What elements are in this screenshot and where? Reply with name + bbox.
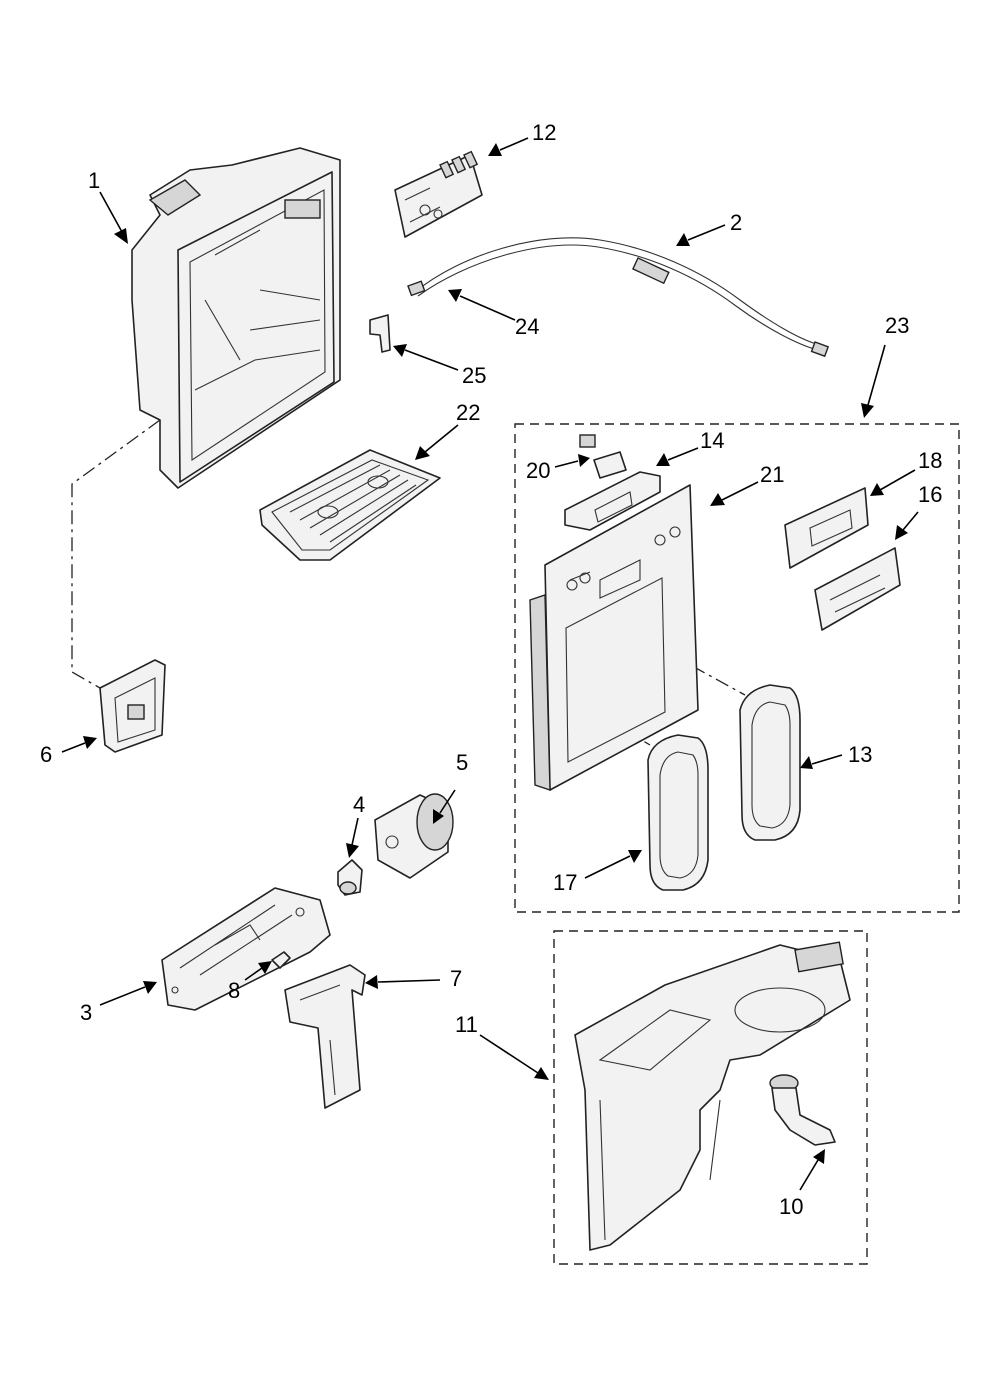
assembly-23-box (514, 423, 960, 913)
callout-12: 12 (532, 120, 556, 145)
part-8-screw (271, 951, 291, 969)
part-4-actuator (337, 859, 363, 896)
callout-3: 3 (80, 1000, 92, 1025)
callout-11: 11 (455, 1012, 478, 1037)
callout-14: 14 (700, 428, 724, 453)
part-18-board-cover (784, 487, 869, 569)
callout-21: 21 (760, 462, 784, 487)
part-6-switch (99, 659, 166, 753)
part-5-motor (374, 793, 454, 879)
callout-20: 20 (526, 458, 550, 483)
part-2-wire-harness (407, 237, 830, 358)
part-3-lever-bracket (161, 887, 331, 1011)
leader-lines (61, 137, 919, 1191)
part-11-ice-chute (574, 941, 851, 1251)
callout-2: 2 (730, 210, 742, 235)
part-16-display-board (814, 547, 901, 631)
part-13-pad-right (739, 684, 801, 841)
callout-7: 7 (450, 966, 462, 991)
callout-10: 10 (779, 1194, 803, 1219)
part-12-control-board (394, 150, 483, 238)
part-20-connector (579, 434, 627, 479)
callout-4: 4 (353, 792, 365, 817)
part-17-pad-left (647, 734, 709, 891)
part-22-drip-tray (259, 449, 441, 561)
part-21-dispenser-frame (529, 484, 699, 791)
callout-13: 13 (848, 742, 872, 767)
callout-6: 6 (40, 742, 52, 767)
callout-24: 24 (515, 314, 539, 339)
part-1-housing (131, 147, 341, 489)
part-14-gasket (564, 471, 661, 531)
callout-18: 18 (918, 448, 942, 473)
callout-23: 23 (885, 313, 909, 338)
callout-1: 1 (88, 168, 100, 193)
callout-8: 8 (228, 978, 240, 1003)
callout-17: 17 (553, 870, 577, 895)
callout-5: 5 (456, 750, 468, 775)
alignment-line-1-6 (71, 419, 161, 689)
part-7-paddle (284, 964, 366, 1109)
callout-25: 25 (462, 363, 486, 388)
assembly-11-box (553, 930, 868, 1265)
part-25-bracket (369, 314, 391, 353)
callout-22: 22 (456, 400, 480, 425)
callout-16: 16 (918, 482, 942, 507)
part-10-elbow (769, 1074, 836, 1146)
callout-labels: 1 12 2 24 25 22 23 20 14 21 18 16 13 17 … (40, 120, 942, 1219)
